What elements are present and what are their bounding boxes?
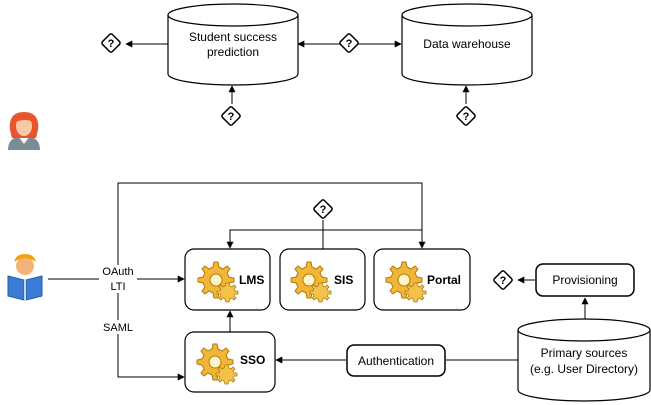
node-lms[interactable]: LMS [184,248,271,311]
student-success-prediction-line1: Student success [189,30,277,44]
primary-sources-line1: Primary sources [541,346,628,360]
unknown-marker[interactable]: ? [221,106,241,126]
data-warehouse-label: Data warehouse [423,37,511,51]
svg-text:?: ? [228,111,235,123]
connectors [48,40,589,381]
sso-label: SSO [240,353,265,367]
provisioning-label: Provisioning [552,273,617,287]
lms-label: LMS [239,273,264,287]
edge-reader-to-sso [117,279,185,381]
person-icon [8,112,40,150]
node-portal[interactable]: Portal [373,248,471,311]
svg-text:?: ? [463,111,470,123]
svg-text:?: ? [500,275,507,287]
portal-label: Portal [427,273,461,287]
authentication-label: Authentication [358,354,434,368]
primary-sources-line2: (e.g. User Directory) [530,362,638,376]
node-sis[interactable]: SIS [279,248,366,311]
node-sso[interactable]: SSO [184,331,276,393]
node-authentication[interactable]: Authentication [346,344,446,377]
edge-label-lti: LTI [110,281,125,293]
edge-label-oauth: OAuth [102,266,133,278]
edge-reader-to-portal [117,182,426,279]
sis-label: SIS [334,273,353,287]
edge-sis-branch [226,229,324,250]
node-provisioning[interactable]: Provisioning [535,263,635,297]
unknown-marker[interactable]: ? [339,33,359,53]
svg-text:?: ? [346,38,353,50]
node-data-warehouse[interactable]: Data warehouse [401,3,533,86]
student-success-prediction-line2: prediction [207,45,259,59]
reader-icon [7,254,43,301]
svg-text:?: ? [108,38,115,50]
node-student-success-prediction[interactable]: Student success prediction [167,3,299,86]
unknown-marker[interactable]: ? [493,270,513,290]
node-primary-sources[interactable]: Primary sources (e.g. User Directory) [517,318,651,402]
unknown-marker[interactable]: ? [313,199,333,219]
unknown-marker[interactable]: ? [456,106,476,126]
unknown-marker[interactable]: ? [101,33,121,53]
svg-text:?: ? [320,204,327,216]
edge-label-saml: SAML [103,322,133,334]
